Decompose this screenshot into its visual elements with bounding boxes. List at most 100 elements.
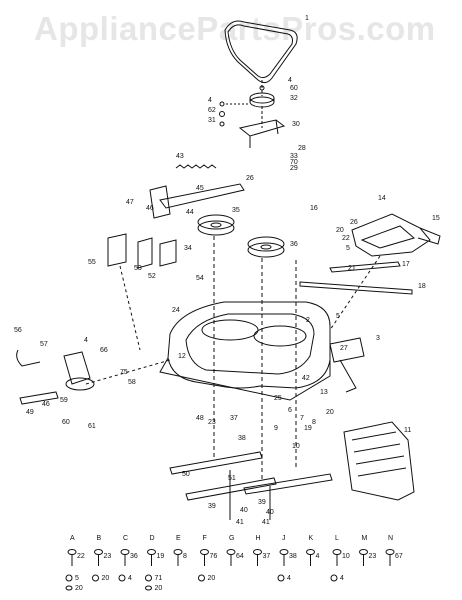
callout-60[interactable]: 60	[290, 85, 298, 92]
hardware-letter-M: M	[362, 535, 368, 542]
callout-46[interactable]: 46	[42, 401, 50, 408]
gauge-wheel-bracket[interactable]	[63, 351, 91, 385]
callout-12[interactable]: 12	[178, 353, 186, 360]
callout-43[interactable]: 43	[176, 153, 184, 160]
hardware-letter-B: B	[97, 535, 102, 542]
callout-32[interactable]: 32	[290, 95, 298, 102]
callout-22[interactable]: 22	[342, 235, 350, 242]
callout-24[interactable]: 24	[172, 307, 180, 314]
callout-35[interactable]: 35	[232, 207, 240, 214]
hardware-letter-K: K	[309, 535, 314, 542]
lift-rod[interactable]	[329, 261, 401, 273]
callout-4[interactable]: 4	[84, 337, 88, 344]
callout-31[interactable]: 31	[208, 117, 216, 124]
bolt-icon	[147, 549, 156, 555]
callout-14[interactable]: 14	[378, 195, 386, 202]
callout-45[interactable]: 45	[196, 185, 204, 192]
callout-13[interactable]: 13	[320, 389, 328, 396]
callout-48[interactable]: 48	[196, 415, 204, 422]
deck-hanger-bracket[interactable]	[351, 213, 431, 257]
callout-37[interactable]: 37	[230, 415, 238, 422]
callout-26[interactable]: 26	[350, 219, 358, 226]
callout-56[interactable]: 56	[14, 327, 22, 334]
callout-41[interactable]: 41	[236, 519, 244, 526]
callout-36[interactable]: 36	[290, 241, 298, 248]
spindle-pulley-right[interactable]	[247, 236, 285, 252]
callout-9[interactable]: 9	[274, 425, 278, 432]
callout-4[interactable]: 4	[288, 77, 292, 84]
callout-15[interactable]: 15	[432, 215, 440, 222]
callout-7[interactable]: 7	[300, 415, 304, 422]
callout-39[interactable]: 39	[258, 499, 266, 506]
deck-bracket-left[interactable]	[107, 233, 127, 267]
callout-61[interactable]: 61	[88, 423, 96, 430]
callout-4[interactable]: 4	[208, 97, 212, 104]
hardware-num-M: 23	[369, 553, 377, 560]
callout-50[interactable]: 50	[182, 471, 190, 478]
callout-5[interactable]: 5	[336, 313, 340, 320]
callout-28[interactable]: 28	[298, 145, 306, 152]
callout-34[interactable]: 34	[184, 245, 192, 252]
hardware-letter-N: N	[388, 535, 393, 542]
callout-20[interactable]: 20	[336, 227, 344, 234]
callout-70[interactable]: 70	[290, 159, 298, 166]
hardware-num-E: 8	[183, 553, 187, 560]
callout-54[interactable]: 54	[196, 275, 204, 282]
callout-57[interactable]: 57	[40, 341, 48, 348]
callout-26[interactable]: 26	[246, 175, 254, 182]
callout-19[interactable]: 19	[304, 425, 312, 432]
discharge-chute-bracket[interactable]	[329, 337, 365, 363]
callout-42[interactable]: 42	[302, 375, 310, 382]
callout-62[interactable]: 62	[208, 107, 216, 114]
callout-55[interactable]: 55	[88, 259, 96, 266]
bolt-icon	[332, 549, 342, 555]
callout-1[interactable]: 1	[305, 15, 309, 22]
callout-46[interactable]: 46	[146, 205, 154, 212]
mower-deck-housing[interactable]	[167, 301, 331, 389]
callout-30[interactable]: 30	[292, 121, 300, 128]
callout-5[interactable]: 5	[346, 245, 350, 252]
callout-25[interactable]: 25	[274, 395, 282, 402]
callout-18[interactable]: 18	[418, 283, 426, 290]
callout-33[interactable]: 33	[290, 153, 298, 160]
callout-29[interactable]: 29	[290, 165, 298, 172]
callout-10[interactable]: 10	[292, 443, 300, 450]
callout-39[interactable]: 39	[208, 503, 216, 510]
callout-20[interactable]: 20	[326, 409, 334, 416]
discharge-chute[interactable]	[343, 421, 415, 501]
callout-66[interactable]: 66	[100, 347, 108, 354]
callout-2[interactable]: 2	[306, 317, 310, 324]
callout-11[interactable]: 11	[404, 427, 411, 434]
hardware-letter-F: F	[203, 535, 207, 542]
callout-53[interactable]: 53	[134, 265, 142, 272]
callout-16[interactable]: 16	[310, 205, 318, 212]
drive-belt[interactable]	[224, 20, 298, 84]
callout-59[interactable]: 59	[60, 397, 68, 404]
callout-27[interactable]: 27	[340, 345, 348, 352]
callout-52[interactable]: 52	[148, 273, 156, 280]
idler-arm[interactable]	[159, 183, 245, 209]
callout-58[interactable]: 58	[128, 379, 136, 386]
callout-60[interactable]: 60	[62, 419, 70, 426]
spindle-pulley-left[interactable]	[197, 214, 235, 230]
callout-21[interactable]: 21	[348, 265, 356, 272]
callout-47[interactable]: 47	[126, 199, 134, 206]
callout-17[interactable]: 17	[402, 261, 410, 268]
callout-8[interactable]: 8	[312, 419, 316, 426]
mower-blade-right[interactable]	[243, 473, 333, 495]
callout-23[interactable]: 23	[208, 419, 216, 426]
callout-41[interactable]: 41	[262, 519, 270, 526]
callout-49[interactable]: 49	[26, 409, 34, 416]
nut-icon	[65, 574, 73, 582]
idler-bracket[interactable]	[238, 119, 286, 148]
callout-3[interactable]: 3	[376, 335, 380, 342]
callout-51[interactable]: 51	[228, 475, 236, 482]
callout-44[interactable]: 44	[186, 209, 194, 216]
callout-40[interactable]: 40	[266, 509, 274, 516]
callout-38[interactable]: 38	[238, 435, 246, 442]
tension-spring[interactable]	[175, 164, 217, 169]
callout-75[interactable]: 75	[120, 369, 128, 376]
callout-40[interactable]: 40	[240, 507, 248, 514]
callout-6[interactable]: 6	[288, 407, 292, 414]
